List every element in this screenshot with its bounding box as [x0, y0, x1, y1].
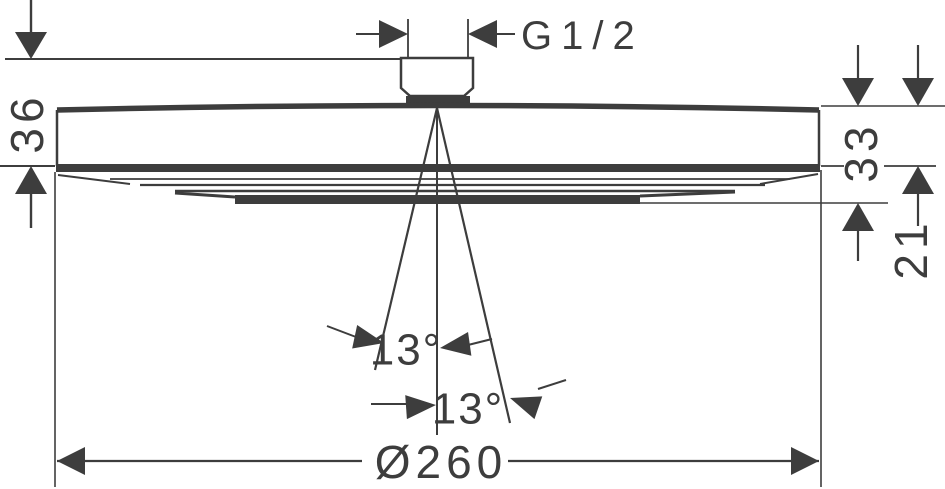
up-arrowhead — [15, 166, 47, 194]
nut-outline — [399, 56, 475, 98]
spray-angle-lower-label: 13° — [432, 384, 505, 433]
up-arrowhead — [842, 203, 874, 231]
spray-angle-lines — [373, 107, 512, 435]
nut-collar — [406, 96, 470, 104]
connector-nut — [399, 56, 475, 104]
arrowhead — [510, 396, 543, 420]
down-arrowhead — [842, 78, 874, 106]
left-pointing-arrowhead — [468, 20, 497, 48]
right-pointing-arrowhead — [791, 447, 819, 475]
leader-line — [537, 379, 567, 390]
spray-angle-upper-label: 13° — [370, 325, 443, 374]
diameter-label: Ø260 — [375, 436, 508, 488]
thread-size-label: G1/2 — [521, 14, 644, 58]
head-height-label: 33 — [835, 121, 887, 182]
sprayface-step-right — [639, 190, 736, 198]
arrowhead — [352, 325, 384, 349]
spray-angle-line-right — [435, 107, 512, 424]
dim-head-height: 33 — [640, 45, 945, 261]
arrowhead — [405, 395, 436, 420]
down-arrowhead — [902, 78, 934, 106]
overall-height-label: 36 — [1, 92, 53, 153]
dim-thread: G1/2 — [356, 14, 644, 58]
right-pointing-arrowhead — [379, 20, 408, 48]
dim-edge-height: 21 — [821, 45, 937, 280]
annotation-spray-angle-upper: 13° — [326, 325, 493, 374]
arrowhead — [440, 331, 472, 356]
dim-diameter: Ø260 — [54, 170, 822, 488]
top-surface — [56, 102, 820, 113]
annotation-spray-angle-lower: 13° — [371, 379, 567, 433]
sprayface-step-left — [174, 191, 236, 199]
edge-height-label: 21 — [885, 218, 937, 279]
leader-line — [467, 338, 493, 346]
left-pointing-arrowhead — [57, 447, 85, 475]
down-arrowhead — [15, 32, 47, 59]
leader-line — [326, 325, 357, 338]
dim-overall-height: 36 — [0, 0, 401, 228]
sprayface-slant-left — [57, 174, 131, 185]
up-arrowhead — [902, 166, 934, 194]
spray-angle-line-left — [373, 107, 439, 371]
